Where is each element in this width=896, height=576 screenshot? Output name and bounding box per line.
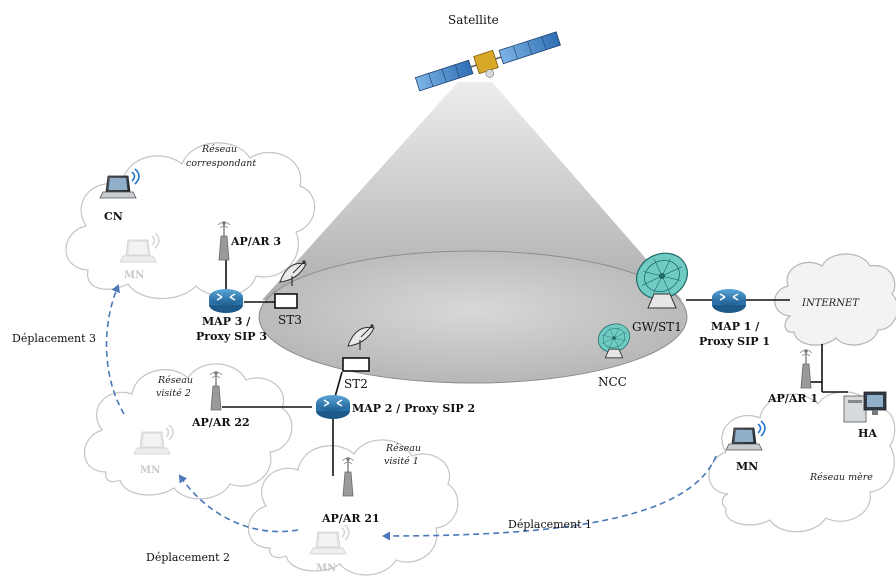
move-arrow-3: [105, 284, 125, 415]
ap-ar21-label: AP/AR 21: [321, 512, 380, 525]
st2-label: ST2: [344, 377, 368, 391]
st3-label: ST3: [278, 313, 302, 327]
satellite-beam: [262, 82, 682, 300]
ap-ar22-label: AP/AR 22: [191, 416, 250, 429]
satellite-icon: [414, 31, 561, 92]
ap-ar1-label: AP/AR 1: [767, 392, 818, 405]
cloud-visited-2: [83, 363, 293, 500]
links: [222, 260, 848, 476]
st3-terminal: [274, 293, 298, 309]
coverage-footprint: [258, 250, 688, 384]
map3-label-line2: Proxy SIP 3: [196, 330, 267, 343]
move-label-2: Déplacement 2: [146, 551, 230, 564]
correspondent-network-label-line1: Réseau: [201, 144, 237, 155]
map1-label-line1: MAP 1 /: [711, 320, 760, 333]
st2-terminal: [342, 357, 370, 372]
map3-router-icon: [208, 288, 244, 314]
move-label-1: Déplacement 1: [508, 518, 592, 531]
visited1-network-label-line2: visité 1: [384, 456, 419, 467]
home-network-label: Réseau mère: [809, 472, 873, 483]
ncc-dish-icon: [593, 318, 635, 359]
visited1-network-label-line1: Réseau: [385, 443, 421, 454]
cn-label: CN: [104, 210, 123, 223]
cloud-visited-1: [247, 439, 459, 576]
move-label-3: Déplacement 3: [12, 332, 96, 345]
internet-label: INTERNET: [801, 298, 860, 309]
visited2-network-label-line2: visité 2: [156, 388, 191, 399]
correspondent-network-label-line2: correspondant: [186, 158, 256, 169]
ap-ar3-label: AP/AR 3: [230, 235, 281, 248]
mn-ghost-label-correspondent: MN: [124, 270, 144, 281]
move-arrow-1: [382, 455, 717, 541]
mn-ghost-label-visited2: MN: [140, 465, 160, 476]
mn-home-label: MN: [736, 460, 758, 473]
map2-label: MAP 2 / Proxy SIP 2: [352, 402, 475, 415]
ha-label: HA: [858, 427, 877, 440]
map2-router-icon: [315, 394, 351, 420]
map1-label-line2: Proxy SIP 1: [699, 335, 770, 348]
gw-st1-label: GW/ST1: [632, 320, 682, 334]
mn-ghost-label-visited1: MN: [316, 563, 336, 574]
ap-ar1-tower-icon: [799, 348, 813, 389]
cloud-internet: [774, 253, 896, 346]
satellite-label: Satellite: [448, 13, 499, 27]
gw-st1-dish-icon: [628, 244, 696, 309]
map3-label-line1: MAP 3 /: [202, 315, 251, 328]
move-arrow-2: [178, 474, 299, 533]
map1-router-icon: [711, 288, 747, 314]
ha-computer-icon: [843, 391, 887, 423]
visited2-network-label-line1: Réseau: [157, 375, 193, 386]
ncc-label: NCC: [598, 375, 627, 389]
cloud-home: [708, 391, 896, 533]
